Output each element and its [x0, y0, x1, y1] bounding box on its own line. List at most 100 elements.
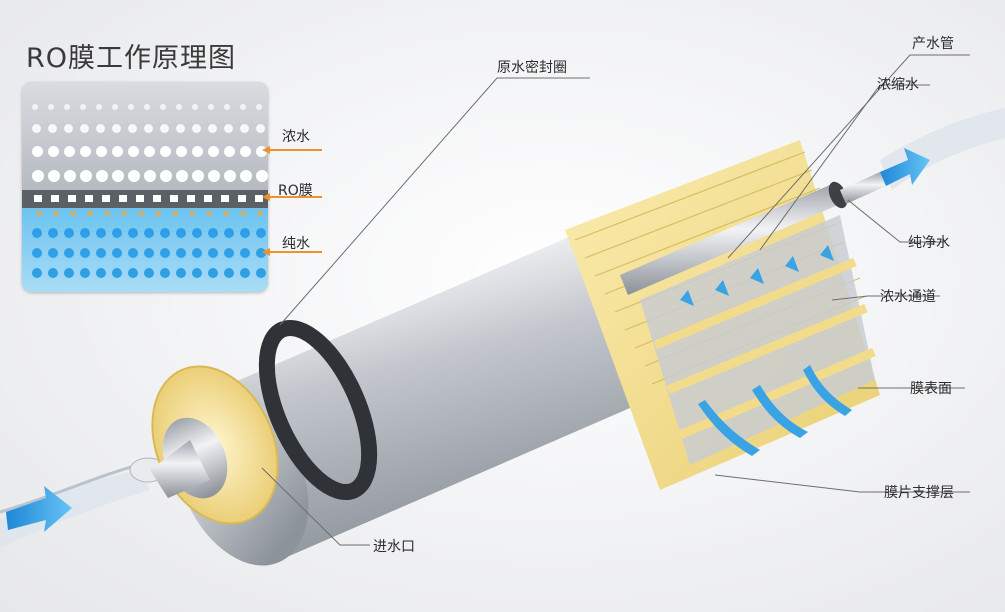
molecule-dot — [176, 170, 188, 182]
molecule-dot — [64, 248, 74, 258]
raw-water-seal-ring — [258, 319, 378, 501]
molecule-dot — [224, 268, 234, 278]
inset-arrows — [262, 146, 322, 256]
permeate-chevron: v — [257, 208, 264, 219]
molecule-dot — [128, 146, 139, 157]
molecule-dot — [64, 104, 70, 110]
molecule-dot — [80, 104, 86, 110]
molecule-dot — [80, 268, 90, 278]
molecule-dot — [256, 228, 266, 238]
molecule-dot — [64, 170, 76, 182]
molecule-dot — [64, 268, 74, 278]
diagram-title: RO膜工作原理图 — [26, 43, 237, 74]
molecule-dot — [256, 146, 267, 157]
molecule-dot — [208, 268, 218, 278]
molecule-dot — [240, 170, 252, 182]
molecule-dot — [192, 170, 204, 182]
permeate-chevron: v — [70, 208, 77, 219]
molecule-dot — [240, 268, 250, 278]
molecule-dot — [192, 146, 203, 157]
membrane-pore — [170, 195, 178, 202]
inlet-blue-arrow — [6, 486, 72, 532]
molecule-dot — [80, 248, 90, 258]
molecule-dot — [96, 228, 106, 238]
membrane-pore — [51, 195, 59, 202]
molecule-dot — [176, 248, 186, 258]
molecule-dot — [160, 170, 172, 182]
molecule-dot — [64, 124, 73, 133]
concentrate-arrow-head — [262, 146, 270, 154]
molecule-dot — [240, 146, 251, 157]
molecule-dot — [256, 124, 265, 133]
molecule-dot — [64, 228, 74, 238]
flow-arrows — [680, 245, 852, 456]
concentrate-water-label: 浓缩水 — [877, 77, 919, 93]
product-tube-ring — [828, 181, 848, 209]
molecule-dot — [32, 146, 43, 157]
pure-arrow-head — [262, 248, 270, 256]
molecule-dot — [224, 146, 235, 157]
pure-water-label: 纯水 — [282, 236, 310, 252]
membrane-pore — [221, 195, 229, 202]
molecule-dot — [240, 248, 250, 258]
membrane-pore — [102, 195, 110, 202]
molecule-dot — [128, 124, 137, 133]
molecule-dot — [256, 268, 266, 278]
molecule-dot — [160, 228, 170, 238]
molecule-dot — [128, 268, 138, 278]
molecule-dot — [48, 146, 59, 157]
molecule-dot — [208, 146, 219, 157]
molecule-dot — [144, 268, 154, 278]
membrane-arrow-head — [262, 193, 270, 201]
inlet-water-stream — [0, 470, 150, 548]
permeate-chevron: v — [87, 208, 94, 219]
molecule-dot — [112, 146, 123, 157]
molecule-dot — [160, 124, 169, 133]
membrane-pore — [85, 195, 93, 202]
molecule-dot — [48, 124, 57, 133]
molecule-dot — [144, 146, 155, 157]
molecule-dot — [208, 124, 217, 133]
molecule-dot — [256, 170, 268, 182]
molecule-dot — [176, 146, 187, 157]
molecule-dot — [144, 124, 153, 133]
molecule-dot — [208, 104, 214, 110]
membrane-pore — [255, 195, 263, 202]
molecule-dot — [144, 104, 150, 110]
molecule-dot — [128, 104, 134, 110]
molecule-dot — [224, 124, 233, 133]
permeate-chevron: v — [206, 208, 213, 219]
product-tube-outlet — [840, 172, 886, 204]
molecule-dot — [240, 228, 250, 238]
membrane-pore — [68, 195, 76, 202]
molecule-dot — [256, 248, 266, 258]
molecule-dot — [176, 124, 185, 133]
molecule-dot — [32, 228, 42, 238]
molecule-dot — [240, 104, 246, 110]
product-water-tube — [620, 185, 838, 295]
callout-lines — [261, 54, 970, 546]
molecule-dot — [112, 228, 122, 238]
membrane-pore — [119, 195, 127, 202]
molecule-dot — [256, 104, 262, 110]
molecule-dot — [48, 268, 58, 278]
molecule-dot — [208, 170, 220, 182]
molecule-dot — [192, 268, 202, 278]
molecule-dot — [160, 104, 166, 110]
molecule-dot — [48, 170, 60, 182]
concentrate-label: 浓水 — [282, 129, 310, 145]
molecule-dot — [128, 170, 140, 182]
molecule-dot — [224, 104, 230, 110]
molecule-dot — [112, 248, 122, 258]
concentrate-channel-label: 浓水通道 — [880, 289, 936, 305]
molecule-dot — [160, 248, 170, 258]
permeate-chevron: v — [172, 208, 179, 219]
pure-water-out-label: 纯净水 — [908, 235, 950, 251]
permeate-chevron: v — [36, 208, 43, 219]
molecule-dot — [96, 104, 102, 110]
molecule-dot — [224, 228, 234, 238]
molecule-dot — [48, 104, 54, 110]
molecule-dot — [112, 268, 122, 278]
molecule-dot — [32, 268, 42, 278]
